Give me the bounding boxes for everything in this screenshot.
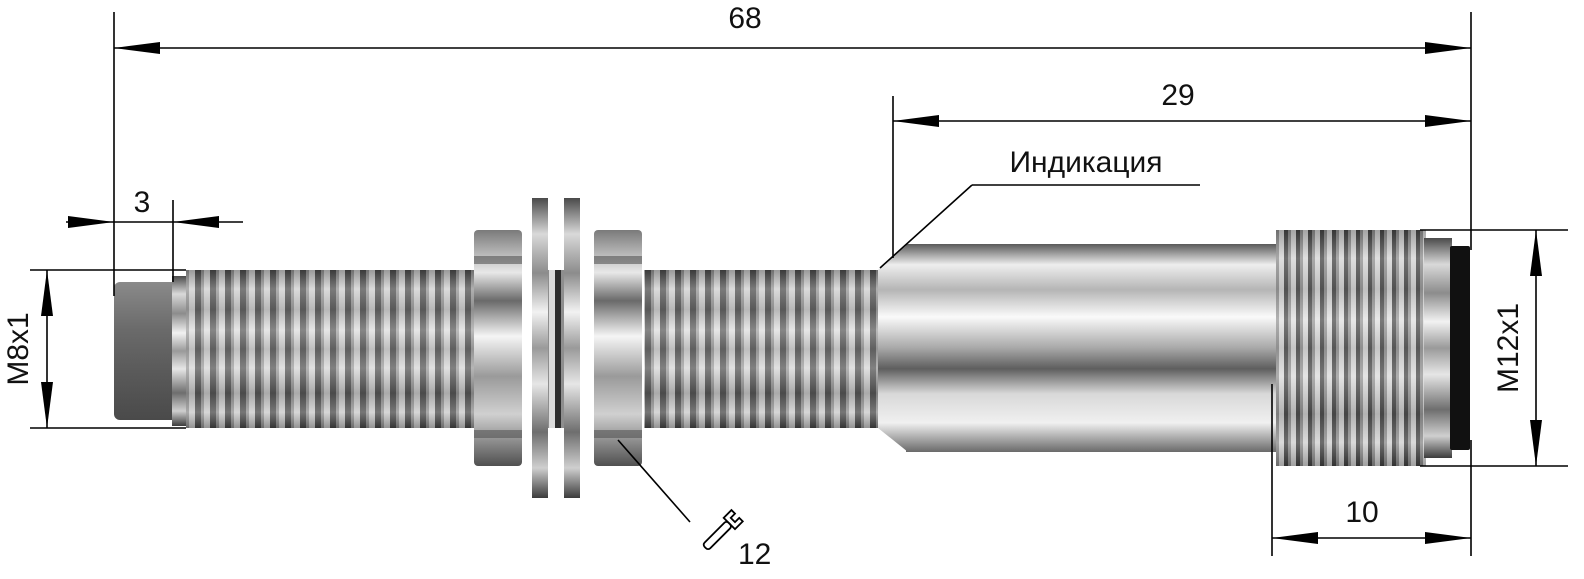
dim-label-29: 29 — [1161, 79, 1194, 112]
dim-label-3: 3 — [134, 186, 151, 219]
dimension-m12x1 — [1420, 229, 1568, 467]
indication-leader — [879, 184, 1200, 269]
nut-left — [474, 230, 522, 466]
body-transition — [878, 244, 908, 452]
sensor-body — [114, 198, 1470, 498]
dimension-10 — [1271, 384, 1472, 556]
dim-label-10: 10 — [1345, 496, 1378, 529]
dim-label-wrench-12: 12 — [738, 538, 771, 571]
washer-left — [532, 198, 548, 498]
dimension-29 — [892, 96, 1471, 258]
dimension-68 — [113, 12, 1472, 296]
dimension-3 — [66, 200, 243, 282]
wrench-leader — [617, 439, 691, 523]
dimension-m8x1 — [30, 269, 186, 429]
wrench-icon — [702, 508, 745, 551]
sensing-cap — [114, 282, 178, 420]
dim-label-68: 68 — [728, 2, 761, 35]
sensing-cap-ring — [172, 276, 186, 426]
main-body — [906, 244, 1276, 452]
nut-right — [594, 230, 642, 466]
connector-end — [1424, 238, 1452, 458]
washer-right — [564, 198, 580, 498]
connector-seal — [1450, 246, 1470, 450]
dim-label-m12x1: M12x1 — [1492, 303, 1525, 393]
indication-label: Индикация — [1009, 146, 1162, 179]
dim-label-m8x1: M8x1 — [2, 312, 35, 385]
